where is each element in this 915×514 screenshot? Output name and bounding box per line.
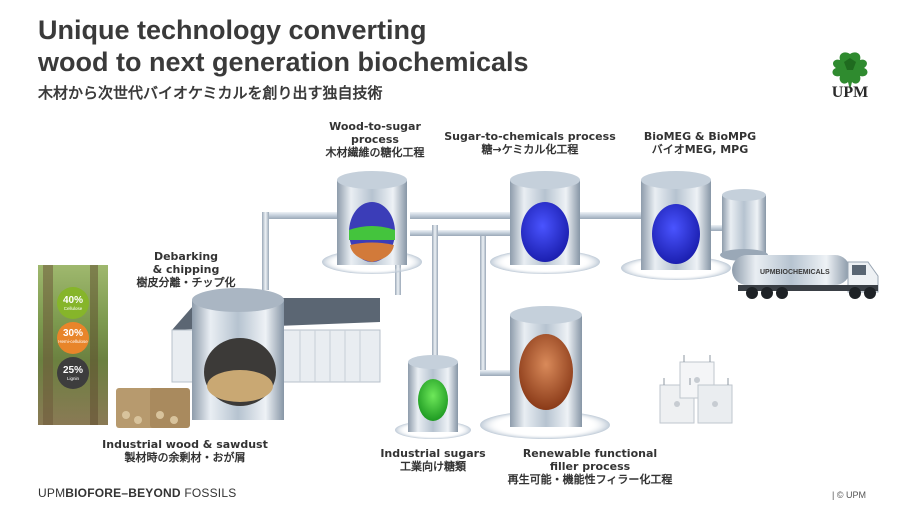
silo-top bbox=[192, 288, 284, 312]
truck-tank bbox=[732, 255, 850, 285]
pipe-to-sugars bbox=[432, 225, 438, 370]
label-wts-line-2: process bbox=[351, 133, 399, 146]
label-filler: Renewable functional filler process 再生可能… bbox=[490, 447, 690, 486]
footer-beyond: BEYOND bbox=[128, 486, 181, 500]
footer-biofore: BIOFORE bbox=[65, 486, 122, 500]
hemicellulose-badge: 30% Hemi-cellulose bbox=[57, 322, 89, 354]
orange-layer bbox=[350, 242, 394, 262]
pipe-debark-to-wts bbox=[265, 212, 355, 219]
label-iw-jp: 製材時の余剰材・おが屑 bbox=[124, 451, 246, 464]
label-debarking: Debarking & chipping 樹皮分離・チップ化 bbox=[136, 250, 236, 289]
debarking-building bbox=[171, 288, 381, 420]
label-stc-jp: 糖→ケミカル化工程 bbox=[481, 143, 579, 156]
biomeg-tank bbox=[621, 171, 731, 280]
pipe-wts-to-stc bbox=[410, 212, 520, 219]
lignin-name: Lignin bbox=[66, 376, 79, 381]
log-piles bbox=[116, 388, 190, 428]
footer-dash: – bbox=[121, 486, 129, 500]
label-biomeg: BioMEG & BioMPG バイオMEG, MPG bbox=[640, 130, 760, 156]
pipe-to-filler bbox=[480, 236, 486, 376]
label-is-line-1: Industrial sugars bbox=[380, 447, 486, 460]
cellulose-badge: 40% Cellulose bbox=[57, 287, 89, 319]
lignin-badge: 25% Lignin bbox=[57, 357, 89, 389]
label-biomeg-jp: バイオMEG, MPG bbox=[651, 143, 749, 156]
footer-fossils: FOSSILS bbox=[180, 486, 237, 500]
label-wts-jp: 木材繊維の糖化工程 bbox=[325, 146, 425, 159]
filler-tank bbox=[480, 306, 610, 439]
pipe-stc-to-biomeg bbox=[570, 212, 650, 219]
label-industrial-wood: Industrial wood & sawdust 製材時の余剰材・おが屑 bbox=[100, 438, 270, 464]
footer-tagline: UPMBIOFORE–BEYOND FOSSILS bbox=[38, 486, 236, 500]
title-line-2: wood to next generation biochemicals bbox=[38, 47, 529, 77]
green-layer bbox=[349, 226, 395, 240]
title-line-1: Unique technology converting bbox=[38, 15, 427, 45]
pipe-filler-horizontal bbox=[480, 370, 520, 376]
label-filler-line-2: filler process bbox=[549, 460, 631, 473]
lignin-pct: 25% bbox=[62, 365, 83, 376]
footer-copyright: | © UPM bbox=[832, 490, 866, 500]
wood-composition-panel: 40% Cellulose 30% Hemi-cellulose 25% Lig… bbox=[38, 265, 108, 425]
label-debarking-line-1: Debarking bbox=[153, 250, 219, 263]
label-stc-line-1: Sugar-to-chemicals process bbox=[444, 130, 616, 143]
filler-window bbox=[519, 334, 573, 410]
griffin-icon bbox=[832, 52, 868, 90]
label-industrial-sugars: Industrial sugars 工業向け糖類 bbox=[368, 447, 498, 473]
wood-chips bbox=[207, 370, 273, 402]
cellulose-pct: 40% bbox=[62, 295, 83, 306]
bulk-bags bbox=[659, 355, 733, 424]
truck-label: UPMBIOCHEMICALS bbox=[760, 269, 830, 276]
page-subtitle: 木材から次世代バイオケミカルを創り出す独自技術 bbox=[38, 84, 383, 102]
wood-to-sugar-tank bbox=[322, 171, 422, 274]
pipe-debark-vertical bbox=[262, 212, 269, 290]
label-iw-line-1: Industrial wood & sawdust bbox=[102, 438, 268, 451]
sugar-to-chemicals-tank bbox=[490, 171, 600, 274]
footer-upm: UPM bbox=[38, 486, 66, 500]
pipe-wts-to-stc-2 bbox=[410, 230, 520, 236]
industrial-sugars-tank bbox=[395, 355, 471, 439]
label-is-jp: 工業向け糖類 bbox=[400, 460, 466, 473]
pipe-biomeg-to-storage bbox=[700, 225, 730, 231]
label-filler-jp: 再生可能・機能性フィラー化工程 bbox=[507, 473, 673, 486]
label-debarking-line-2: & chipping bbox=[152, 263, 220, 276]
label-sugar-to-chemicals: Sugar-to-chemicals process 糖→ケミカル化工程 bbox=[440, 130, 620, 156]
page-title: Unique technology converting wood to nex… bbox=[38, 14, 529, 78]
label-wood-to-sugar: Wood-to-sugar process 木材繊維の糖化工程 bbox=[310, 120, 440, 159]
tanker-truck: UPMBIOCHEMICALS bbox=[732, 255, 879, 299]
storage-tank bbox=[720, 189, 768, 261]
hemicellulose-name: Hemi-cellulose bbox=[58, 339, 88, 344]
pipes bbox=[262, 212, 730, 376]
biomeg-window bbox=[652, 204, 700, 264]
cellulose-name: Cellulose bbox=[63, 306, 83, 311]
label-filler-line-1: Renewable functional bbox=[522, 447, 658, 460]
sugar-to-chemicals-window bbox=[521, 202, 569, 262]
label-biomeg-line-1: BioMEG & BioMPG bbox=[643, 130, 757, 143]
hemicellulose-pct: 30% bbox=[62, 328, 83, 339]
label-debarking-jp: 樹皮分離・チップ化 bbox=[136, 276, 236, 289]
industrial-sugars-window bbox=[418, 379, 448, 421]
label-wts-line-1: Wood-to-sugar bbox=[329, 120, 421, 133]
pipe-wts-down bbox=[395, 255, 401, 295]
upm-logo-text: UPM bbox=[831, 84, 869, 101]
